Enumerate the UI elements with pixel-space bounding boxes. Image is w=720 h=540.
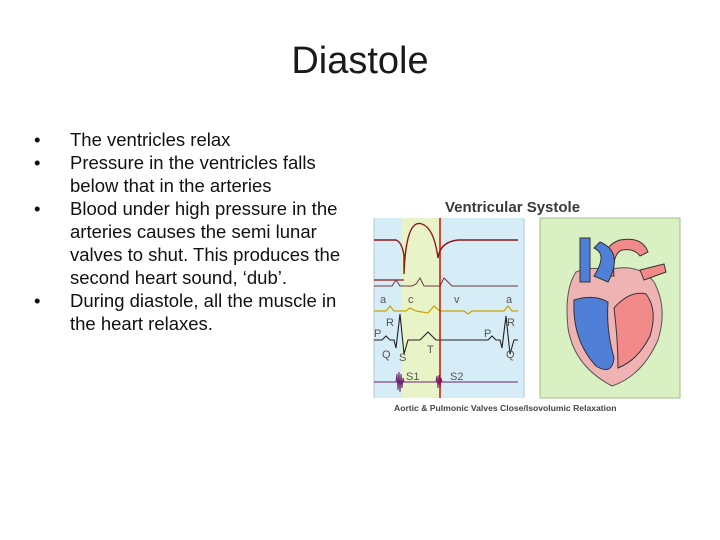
- figure-caption: Aortic & Pulmonic Valves Close/Isovolumi…: [394, 403, 617, 413]
- label-s2: S2: [450, 371, 463, 383]
- label-a: a: [380, 294, 387, 306]
- ventricular-pressure-curve: [374, 277, 518, 287]
- isovolumic-band: [402, 218, 442, 398]
- aortic-pressure-curve: [374, 222, 518, 275]
- label-p: P: [374, 328, 381, 340]
- label-v: v: [454, 294, 460, 306]
- bullet-item: Blood under high pressure in the arterie…: [28, 197, 358, 289]
- bullet-item: During diastole, all the muscle in the h…: [28, 289, 358, 335]
- cardiac-cycle-figure: Ventricular Systole a c v a R R P P Q: [368, 190, 690, 420]
- label-s1: S1: [406, 371, 419, 383]
- label-t: T: [427, 344, 434, 356]
- ecg-trace: [374, 313, 518, 355]
- bullet-list: The ventricles relax Pressure in the ven…: [28, 128, 358, 335]
- graph-panel: [374, 218, 524, 398]
- label-c: c: [408, 294, 414, 306]
- bullet-item: The ventricles relax: [28, 128, 358, 151]
- heart-illustration: [566, 237, 667, 387]
- label-q: Q: [506, 349, 515, 361]
- label-p: P: [484, 328, 491, 340]
- label-a: a: [506, 294, 513, 306]
- label-r: R: [386, 317, 394, 329]
- label-s: S: [399, 352, 406, 364]
- jvp-trace: [374, 305, 518, 315]
- cardiac-cycle-svg: Ventricular Systole a c v a R R P P Q: [373, 199, 681, 413]
- s1-waveform: [395, 371, 405, 393]
- label-q: Q: [382, 349, 391, 361]
- slide-title: Diastole: [291, 40, 429, 82]
- bullet-item: Pressure in the ventricles falls below t…: [28, 151, 358, 197]
- figure-title: Ventricular Systole: [445, 199, 580, 216]
- label-r: R: [507, 317, 515, 329]
- s2-waveform: [435, 374, 443, 390]
